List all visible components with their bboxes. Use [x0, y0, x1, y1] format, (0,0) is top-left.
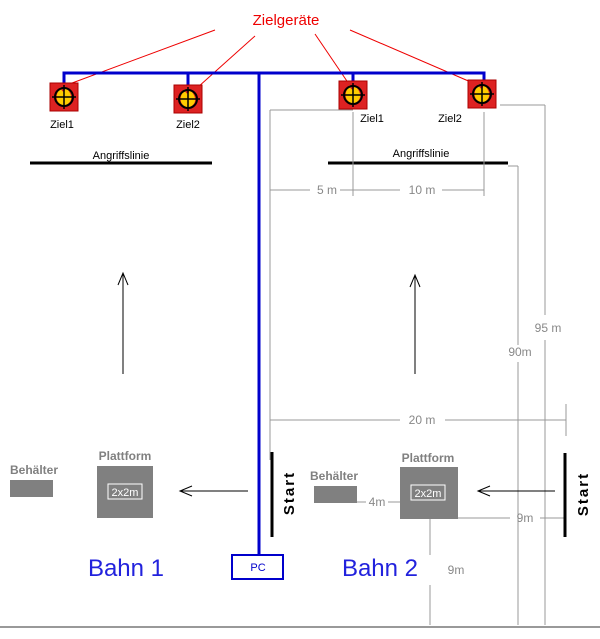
lane2-platform-size-box — [410, 484, 446, 501]
lane2-container — [314, 486, 357, 503]
lane1-platform-label: Plattform — [99, 449, 152, 463]
dim-10m: 10 m — [409, 183, 436, 197]
lane2-target2-label: Ziel2 — [438, 113, 462, 125]
lane1-attack-line-label: Angriffslinie — [93, 150, 150, 162]
run-direction-arrows — [117, 271, 555, 497]
dimension-lines — [269, 104, 567, 625]
target-device-icon — [173, 84, 203, 114]
dim-20m: 20 m — [409, 413, 436, 427]
lane2-attack-line-label: Angriffslinie — [393, 148, 450, 160]
target-device-icon — [49, 82, 79, 112]
lane1-target1-label: Ziel1 — [50, 119, 74, 131]
lane2-target1-label: Ziel1 — [360, 113, 384, 125]
dim-95m: 95 m — [535, 321, 562, 335]
dim-90m: 90m — [508, 345, 531, 359]
lane2-platform — [400, 467, 458, 519]
title-pointer-lines — [63, 29, 481, 97]
lane2-platform-size: 2x2m — [415, 488, 442, 500]
lane1-start-label: Start — [281, 471, 298, 515]
lane1-container — [10, 480, 53, 497]
target-device-icon — [338, 80, 368, 110]
dim-9m-vertical: 9m — [448, 563, 465, 577]
lane1-container-label: Behälter — [10, 463, 58, 477]
lane2-platform-label: Plattform — [402, 451, 455, 465]
title: Zielgeräte — [253, 12, 320, 29]
pc-box — [231, 554, 284, 580]
dim-5m: 5 m — [317, 183, 337, 197]
lane1-target2-label: Ziel2 — [176, 119, 200, 131]
lane2-name: Bahn 2 — [342, 555, 418, 582]
dim-9m-horizontal: 9m — [517, 511, 534, 525]
lane1-platform-size-box — [107, 483, 143, 500]
target-device-icon — [467, 79, 497, 109]
lane2-container-label: Behälter — [310, 469, 358, 483]
dim-4m: 4m — [369, 495, 386, 509]
lane1-platform-size: 2x2m — [112, 487, 139, 499]
lane2-start-label: Start — [575, 472, 592, 516]
lane1-name: Bahn 1 — [88, 555, 164, 582]
lane1-platform — [97, 466, 153, 518]
pc-label: PC — [250, 562, 265, 574]
